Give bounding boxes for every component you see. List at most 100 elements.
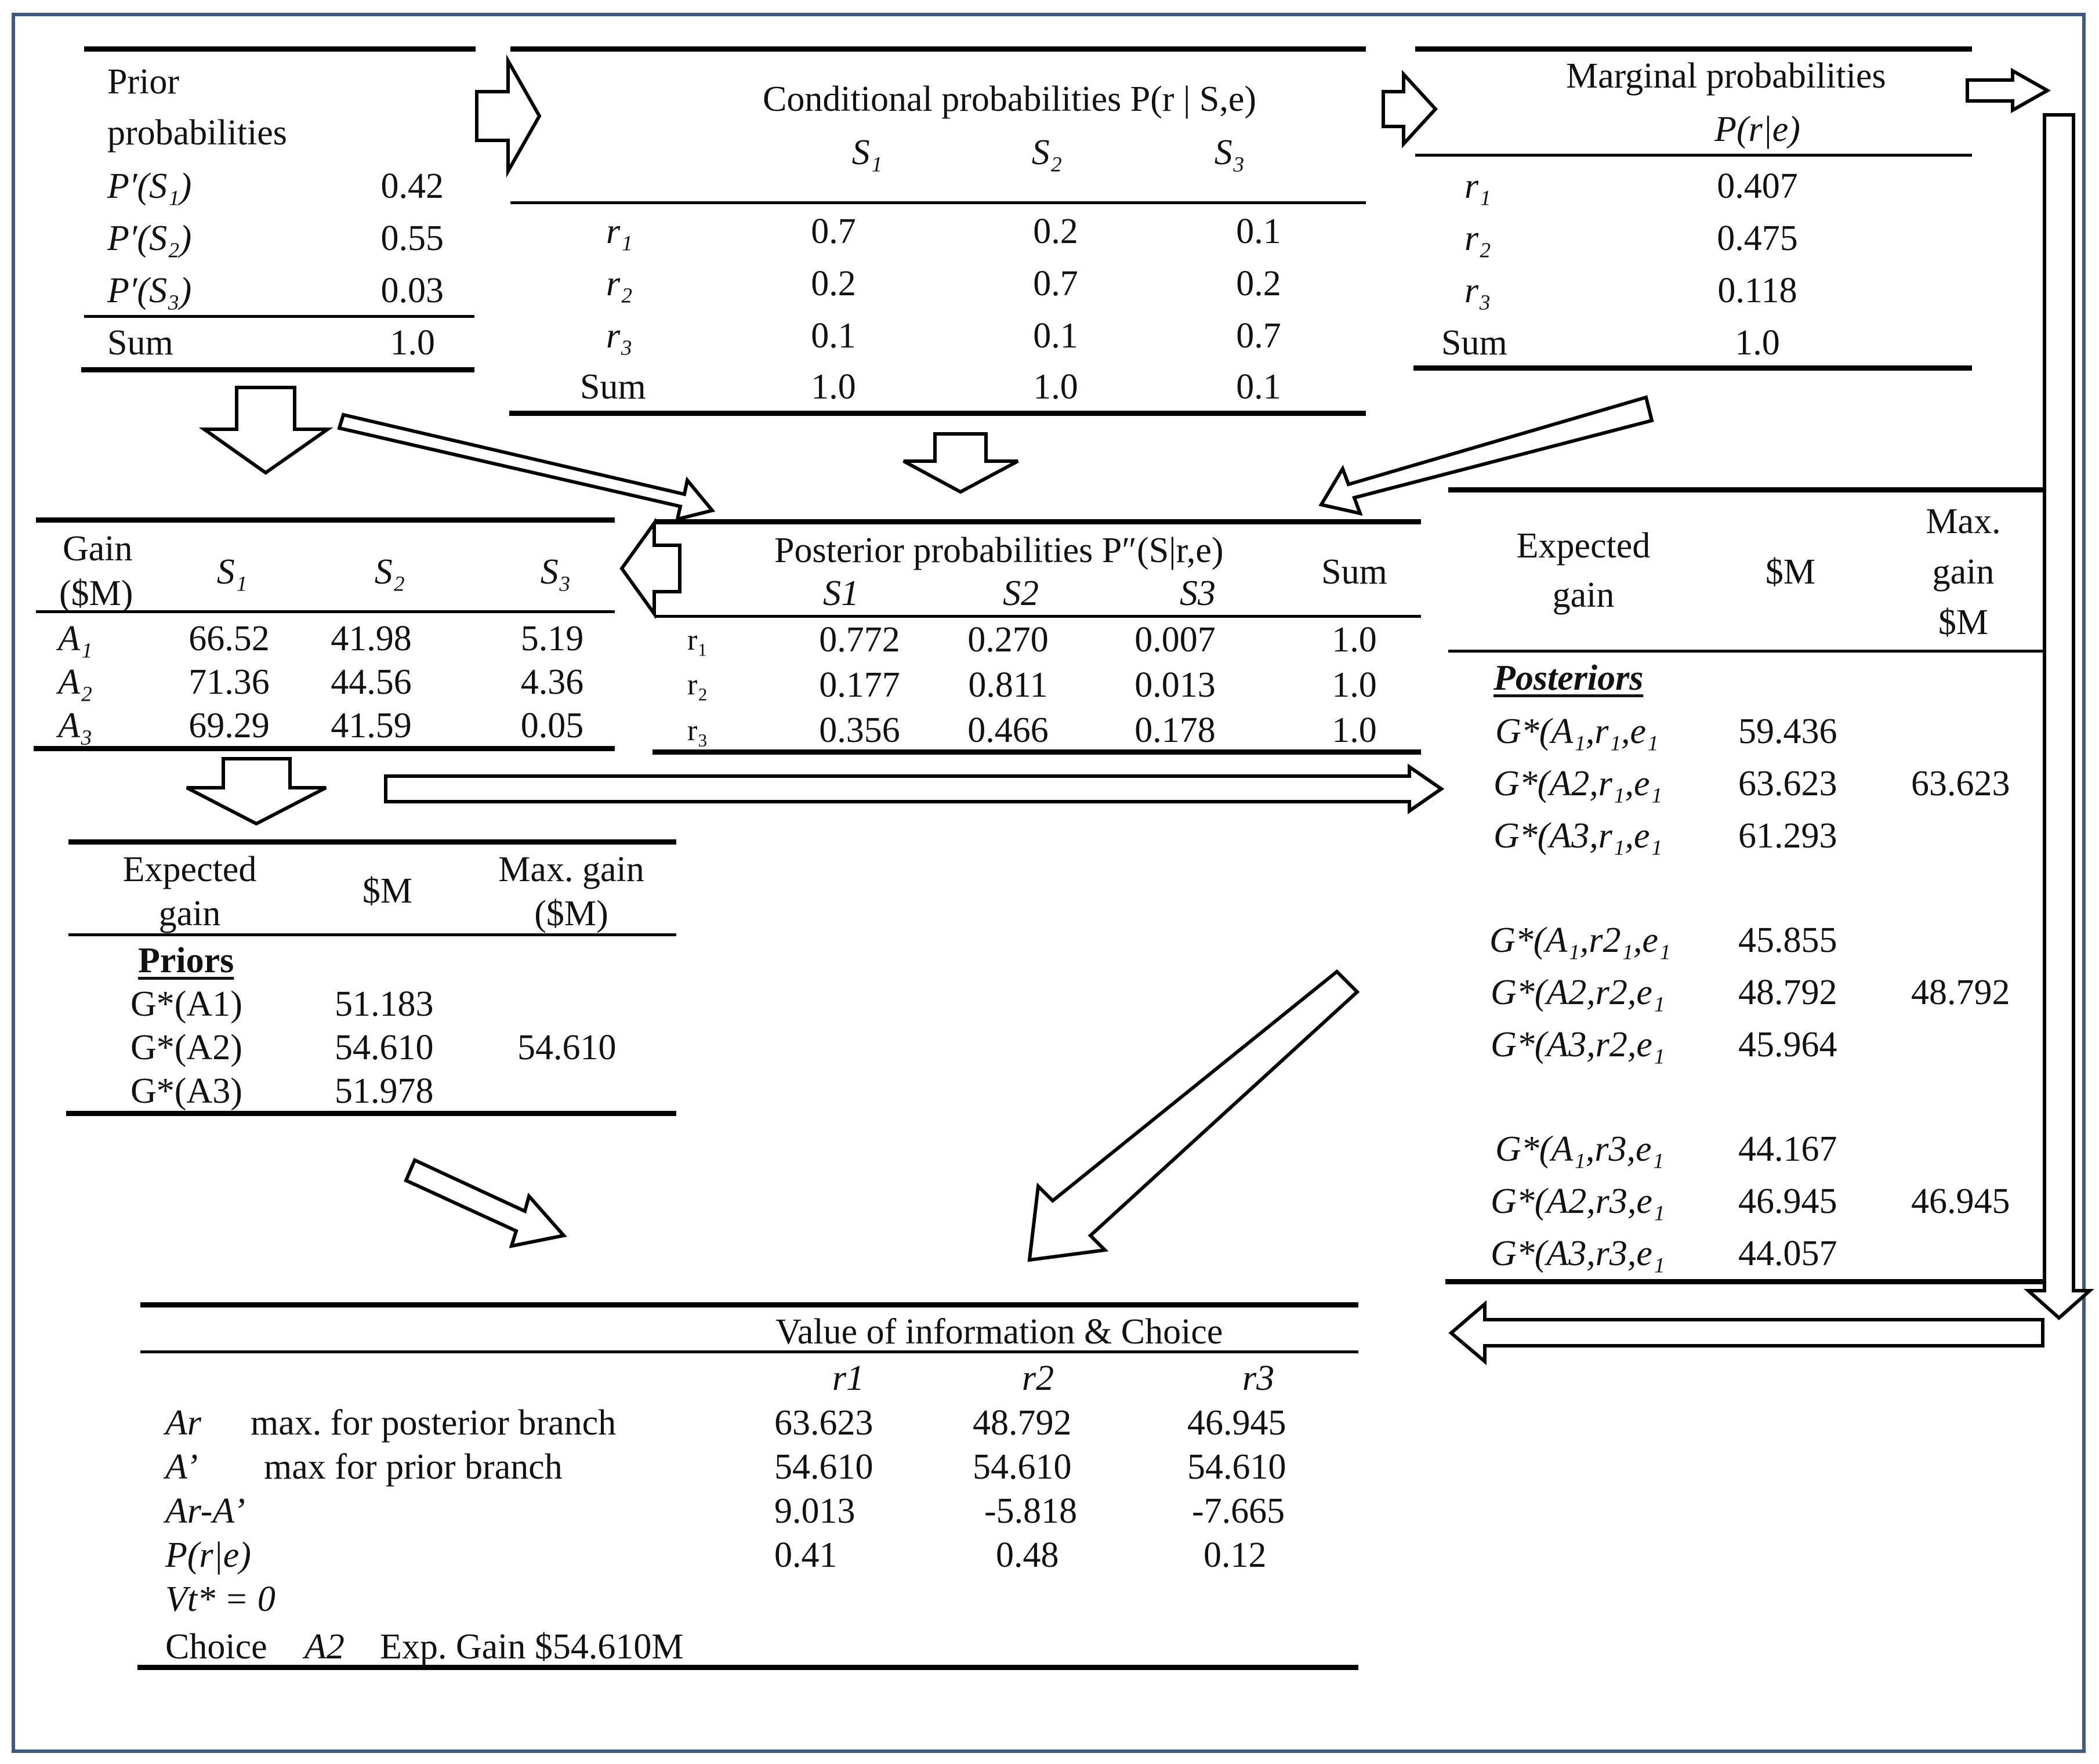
header-gain: gain: [1552, 575, 1615, 615]
row-label: r₁: [606, 212, 633, 251]
table-rule: [66, 1111, 676, 1116]
header-gain: gain: [158, 894, 221, 933]
table-rule: [1413, 365, 1972, 371]
cell: 46.945: [1187, 1403, 1286, 1443]
table-rule: [510, 46, 1366, 52]
cell: 5.19: [520, 619, 584, 658]
column-header: S₃: [540, 552, 571, 592]
row-label: r₁: [687, 624, 708, 657]
row-label: G*(A₁,r3,e₁: [1495, 1129, 1665, 1169]
cell: 0.466: [967, 711, 1049, 750]
cell: 0.48: [996, 1535, 1059, 1575]
row-label: G*(A2,r2,e₁: [1491, 973, 1665, 1012]
gain-header-line1: Gain: [63, 529, 133, 568]
row-desc: max. for posterior branch: [251, 1403, 617, 1443]
cell: 0.05: [520, 706, 584, 745]
cell: 54.610: [774, 1447, 873, 1487]
cell: 45.855: [1738, 921, 1837, 960]
cell: 0.811: [968, 665, 1048, 705]
table-rule: [140, 1302, 1358, 1307]
cell: 0.007: [1134, 620, 1216, 660]
sum-cell: 1.0: [1332, 665, 1377, 705]
column-header: S₂: [374, 552, 405, 592]
cell: 0.41: [774, 1535, 838, 1575]
column-header: S3: [1180, 574, 1216, 613]
prior-value: 0.55: [380, 219, 444, 258]
row-label: r₂: [1464, 219, 1491, 258]
row-label: r₃: [687, 714, 708, 747]
cell: 0.013: [1134, 665, 1216, 705]
table-rule: [1445, 1279, 2062, 1284]
row-label: r₂: [687, 668, 708, 701]
prior-value: 0.42: [380, 166, 444, 206]
row-label: G*(A3,r₁,e₁: [1493, 816, 1663, 856]
table-rule: [1448, 650, 2062, 653]
cell: 61.293: [1738, 816, 1837, 856]
prior-value: 0.03: [380, 271, 444, 310]
cell: 0.2: [1236, 264, 1281, 303]
cell: -7.665: [1192, 1491, 1285, 1531]
column-header: S1: [823, 574, 859, 613]
cell: 0.12: [1203, 1535, 1267, 1575]
row-label: G*(A1): [130, 984, 242, 1024]
cell: 0.7: [811, 212, 856, 251]
cell: 0.1: [811, 316, 856, 356]
table-rule: [137, 1665, 1358, 1670]
prior-title-line1: Prior: [107, 62, 179, 102]
cell: 45.964: [1738, 1025, 1837, 1064]
cell: 44.057: [1738, 1234, 1837, 1273]
cell: 48.792: [973, 1403, 1072, 1443]
choice-alternative: A2: [304, 1627, 345, 1667]
sum-cell: 1.0: [1735, 323, 1780, 363]
row-label: A₃: [58, 706, 93, 745]
cell: 63.623: [1738, 764, 1837, 803]
column-header: r2: [1022, 1359, 1054, 1398]
row-desc: max for prior branch: [264, 1447, 563, 1487]
table-rule: [34, 746, 615, 751]
header-expected: Expected: [122, 850, 257, 889]
cell: 0.356: [819, 711, 900, 750]
row-symbol: Ar-A’: [165, 1491, 245, 1531]
row-symbol: A’: [165, 1447, 198, 1487]
row-label: A₁: [58, 619, 93, 658]
sum-cell: 0.1: [1236, 367, 1281, 407]
column-header: S2: [1003, 574, 1039, 613]
cell: 69.29: [188, 706, 270, 745]
max-cell: 46.945: [1911, 1182, 2010, 1221]
header-max: Max.: [1926, 502, 2001, 541]
sum-cell: 1.0: [1332, 620, 1377, 660]
table-rule: [652, 749, 1421, 755]
cell: 0.407: [1717, 166, 1798, 206]
cell: 46.945: [1738, 1182, 1837, 1221]
choice-label: Choice: [165, 1627, 267, 1667]
sum-label: Sum: [1441, 323, 1507, 363]
header-max-gain: Max. gain: [498, 850, 644, 889]
cell: 44.56: [331, 662, 412, 702]
cell: 0.772: [819, 620, 900, 660]
row-label: A₂: [58, 662, 93, 702]
row-label: G*(A₁,r₁,e₁: [1495, 712, 1659, 751]
cell: 0.475: [1717, 219, 1798, 258]
cell: 0.177: [819, 665, 900, 705]
table-rule: [654, 615, 1421, 618]
header-expected: Expected: [1516, 526, 1651, 566]
marginal-subtitle: P(r|e): [1714, 110, 1800, 149]
table-rule: [84, 315, 474, 318]
cell: 0.1: [1236, 212, 1281, 251]
cell: 0.7: [1236, 316, 1281, 356]
table-rule: [1415, 46, 1972, 52]
sum-cell: 1.0: [811, 367, 856, 407]
sum-cell: 1.0: [1033, 367, 1078, 407]
cell: 4.36: [520, 662, 584, 702]
row-label: r₃: [1464, 271, 1491, 310]
column-header: S₁: [851, 133, 883, 172]
table-rule: [140, 1350, 1358, 1353]
row-label: G*(A2): [130, 1028, 242, 1067]
conditional-title: Conditional probabilities P(r | S,e): [763, 79, 1257, 119]
cell: 59.436: [1738, 712, 1837, 751]
cell: 63.623: [774, 1403, 873, 1443]
posterior-title: Posterior probabilities P″(S|r,e): [774, 531, 1224, 570]
header-dollars: $M: [1765, 552, 1816, 592]
cell: 54.610: [973, 1447, 1072, 1487]
row-symbol: Ar: [165, 1403, 201, 1443]
